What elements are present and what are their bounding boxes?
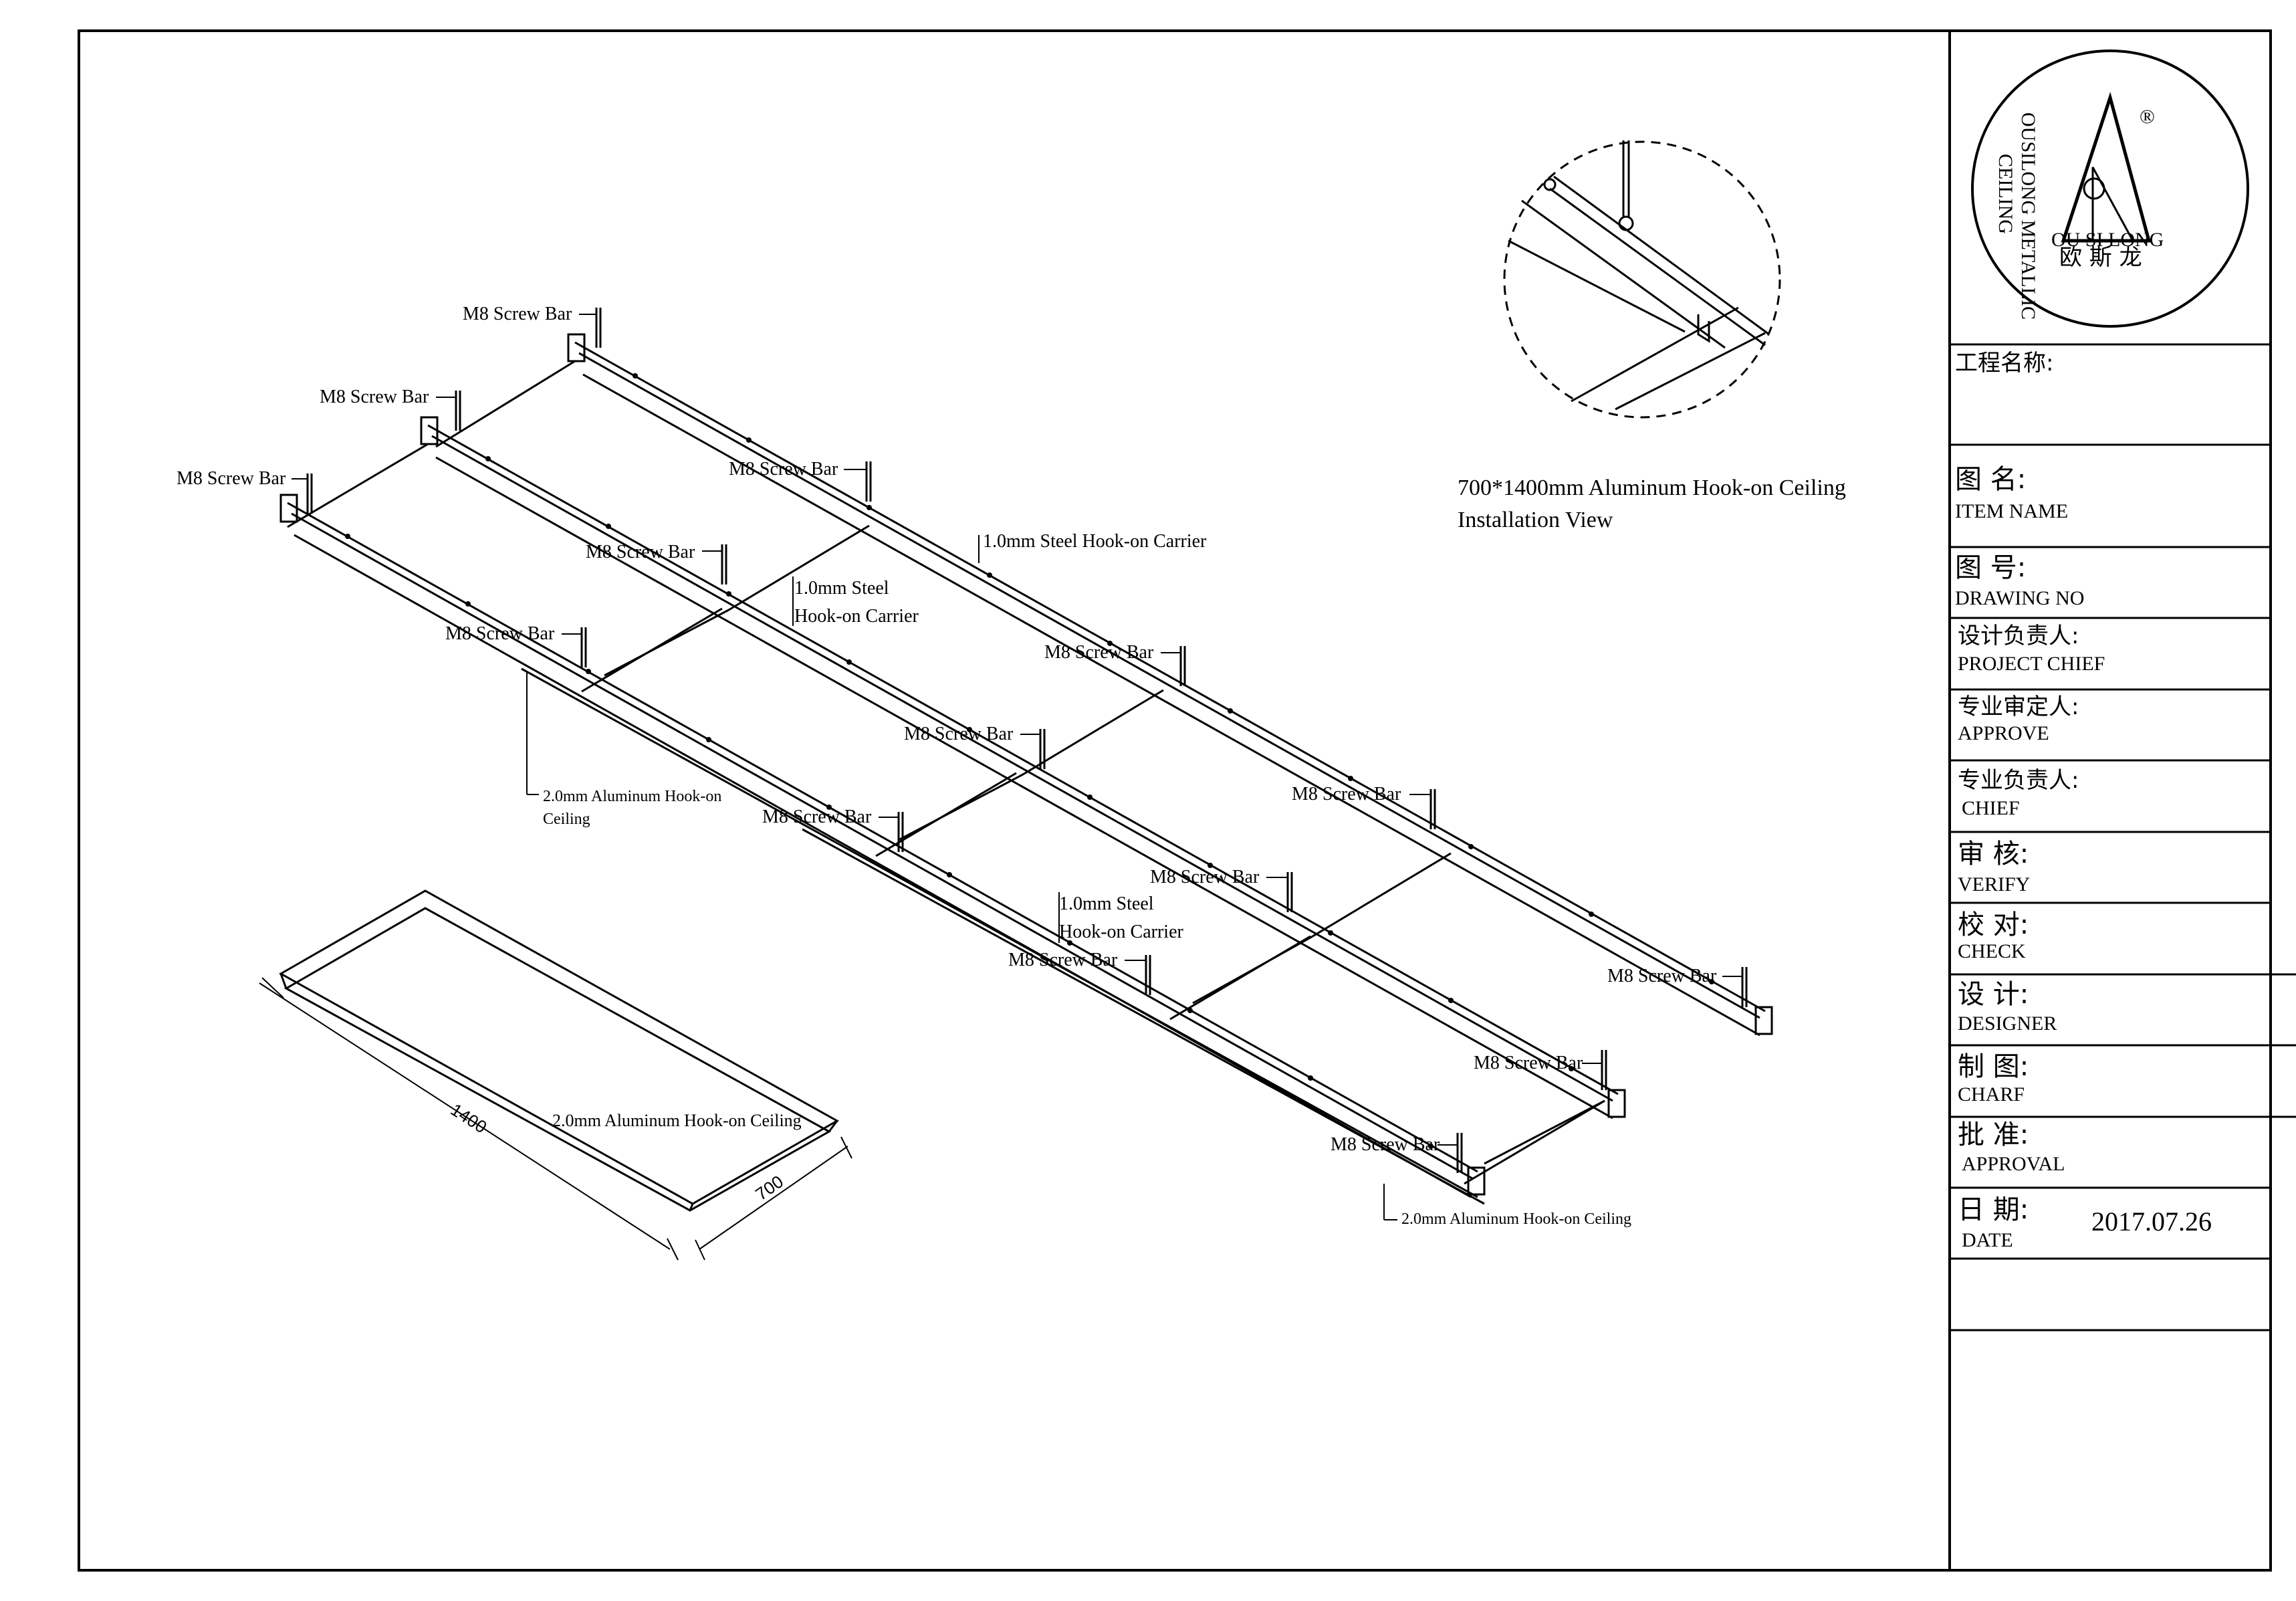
label-steel-carrier-line2: Hook-on Carrier xyxy=(1059,922,1184,942)
title-block-fields: 工程名称: 图 名: ITEM NAME 图 号: DRAWING NO 设计负… xyxy=(1955,350,2212,1251)
rail-holes xyxy=(345,373,1714,1149)
drawing-title-line1: 700*1400mm Aluminum Hook-on Ceiling xyxy=(1458,475,1846,500)
label-m8-screw-bar: M8 Screw Bar xyxy=(904,724,1014,744)
label-m8-screw-bar: M8 Screw Bar xyxy=(586,542,695,562)
label-m8-screw-bar: M8 Screw Bar xyxy=(762,807,872,827)
screw-bars xyxy=(306,308,1748,1173)
screw-bar-labels: M8 Screw Bar M8 Screw Bar M8 Screw Bar M… xyxy=(177,304,1717,1155)
drawing-no-label-cn: 图 号: xyxy=(1955,552,2026,583)
approve-label-en: APPROVE xyxy=(1958,722,2049,744)
company-logo: ® OU SI LONG 欧 斯 龙 OUSILONG METALLIC CEI… xyxy=(1971,49,2249,328)
dimension-width: 700 xyxy=(752,1171,787,1204)
leader-lines xyxy=(292,314,1742,1220)
label-m8-screw-bar: M8 Screw Bar xyxy=(1607,966,1717,986)
label-m8-screw-bar: M8 Screw Bar xyxy=(463,304,572,324)
label-m8-screw-bar: M8 Screw Bar xyxy=(1008,950,1118,970)
label-steel-carrier-line1: 1.0mm Steel xyxy=(1059,893,1154,914)
item-name-label-en: ITEM NAME xyxy=(1955,500,2068,522)
label-m8-screw-bar: M8 Screw Bar xyxy=(1292,784,1401,805)
chief-label-cn: 专业负责人: xyxy=(1958,767,2079,794)
date-label-cn: 日 期: xyxy=(1958,1194,2029,1225)
label-alu-ceiling-line1: 2.0mm Aluminum Hook-on xyxy=(543,788,721,805)
label-m8-screw-bar: M8 Screw Bar xyxy=(1331,1134,1440,1155)
logo-brand-cn: 欧 斯 龙 xyxy=(2059,244,2142,271)
verify-label-cn: 审 核: xyxy=(1958,839,2029,869)
check-label-en: CHECK xyxy=(1958,940,2026,962)
check-label-cn: 校 对: xyxy=(1958,910,2029,940)
project-chief-label-en: PROJECT CHIEF xyxy=(1958,653,2105,675)
ceiling-assembly xyxy=(279,333,1773,1205)
label-steel-carrier-line2: Hook-on Carrier xyxy=(794,606,919,627)
label-m8-screw-bar: M8 Screw Bar xyxy=(320,387,429,407)
registered-mark: ® xyxy=(2140,106,2155,128)
drawing-border xyxy=(78,29,2272,1572)
label-m8-screw-bar: M8 Screw Bar xyxy=(177,468,286,489)
drawing-title-line2: Installation View xyxy=(1458,508,1613,532)
label-m8-screw-bar: M8 Screw Bar xyxy=(1150,867,1260,887)
detail-view xyxy=(1503,140,1781,419)
logo-arc-text-1: OUSILONG METALLIC xyxy=(2017,112,2039,320)
panel-detail xyxy=(259,889,852,1261)
label-alu-ceiling: 2.0mm Aluminum Hook-on Ceiling xyxy=(1401,1210,1631,1228)
charf-label-en: CHARF xyxy=(1958,1083,2025,1105)
label-m8-screw-bar: M8 Screw Bar xyxy=(445,623,555,644)
panel-detail-label: 2.0mm Aluminum Hook-on Ceiling xyxy=(552,1111,802,1130)
designer-label-cn: 设 计: xyxy=(1958,979,2029,1010)
item-name-label-cn: 图 名: xyxy=(1955,464,2026,495)
approval-label-en: APPROVAL xyxy=(1962,1153,2065,1175)
approval-label-cn: 批 准: xyxy=(1958,1119,2029,1150)
date-label-en: DATE xyxy=(1962,1229,2013,1251)
designer-label-en: DESIGNER xyxy=(1958,1012,2057,1035)
chief-label-en: CHIEF xyxy=(1962,797,2020,819)
logo-arc-text-2: CEILING xyxy=(1994,154,2017,234)
label-steel-carrier-line1: 1.0mm Steel xyxy=(794,578,889,599)
project-chief-label-cn: 设计负责人: xyxy=(1958,623,2079,649)
date-value: 2017.07.26 xyxy=(2091,1206,2212,1237)
verify-label-en: VERIFY xyxy=(1958,873,2030,895)
label-alu-ceiling-line2: Ceiling xyxy=(543,811,590,828)
charf-label-cn: 制 图: xyxy=(1958,1051,2029,1082)
label-steel-carrier: 1.0mm Steel Hook-on Carrier xyxy=(983,531,1207,552)
logo-brand-latin: OU SI LONG xyxy=(2051,229,2164,251)
project-name-label: 工程名称: xyxy=(1955,350,2053,377)
drawing-no-label-en: DRAWING NO xyxy=(1955,587,2084,609)
label-m8-screw-bar: M8 Screw Bar xyxy=(1474,1053,1583,1073)
dimension-length: 1400 xyxy=(447,1099,491,1138)
approve-label-cn: 专业审定人: xyxy=(1958,693,2079,720)
label-m8-screw-bar: M8 Screw Bar xyxy=(1044,642,1154,663)
label-m8-screw-bar: M8 Screw Bar xyxy=(729,459,838,479)
title-block xyxy=(1950,343,2296,1331)
